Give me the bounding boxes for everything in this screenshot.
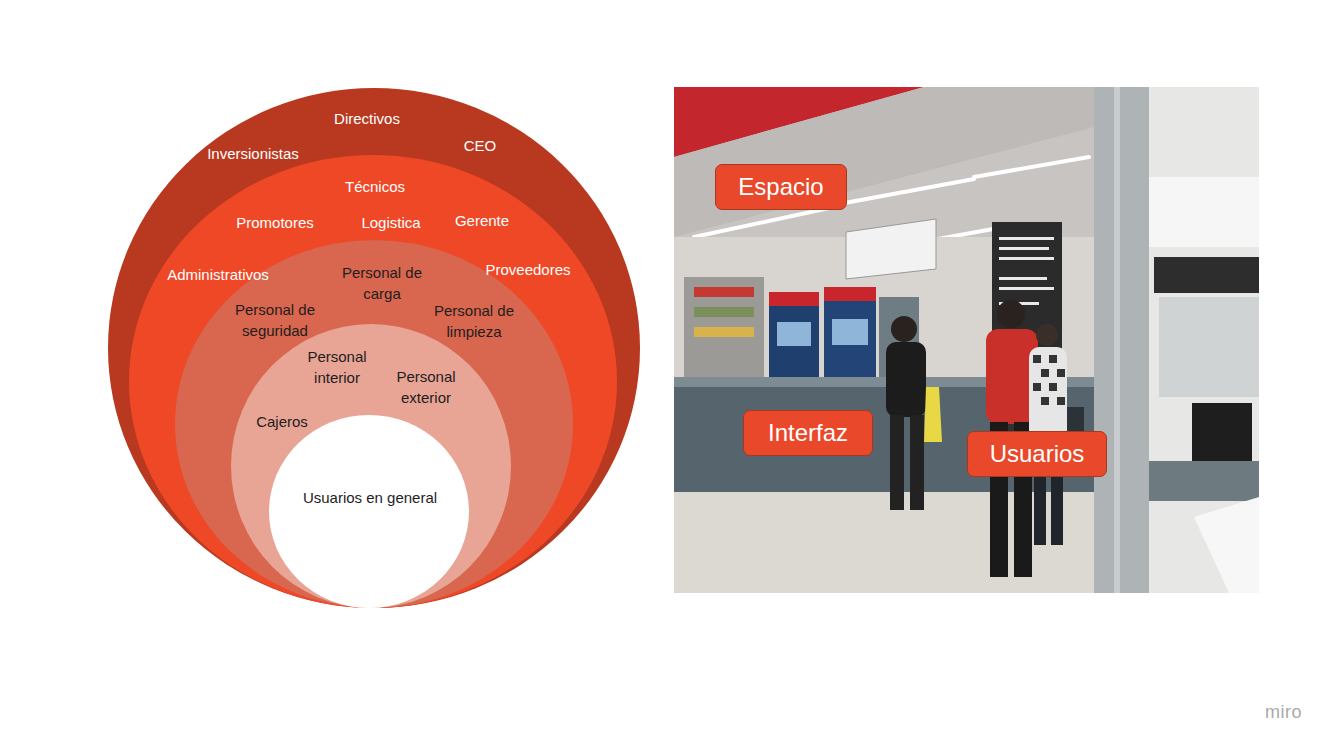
ring-label: Logistica bbox=[361, 212, 420, 233]
ring-label: Personal de seguridad bbox=[225, 299, 325, 341]
ring-label: Administrativos bbox=[167, 264, 269, 285]
callout-label: Usuarios bbox=[990, 439, 1085, 469]
ring-label: Personal exterior bbox=[386, 366, 466, 408]
callout-box: Usuarios bbox=[967, 431, 1108, 477]
second-ring: TécnicosPromotores Logistica GerenteAdmini… bbox=[129, 155, 617, 608]
ring-label: Proveedores bbox=[485, 259, 570, 280]
ring-label: Cajeros bbox=[256, 411, 308, 432]
callout-label: Interfaz bbox=[766, 418, 850, 448]
watermark: miro bbox=[1265, 702, 1302, 723]
store-photo bbox=[674, 87, 1259, 593]
callout-box: Espacio bbox=[715, 164, 846, 210]
ring-label: Usuarios en general bbox=[303, 487, 437, 508]
ring-label: Gerente bbox=[455, 210, 509, 231]
ring-shape bbox=[269, 415, 469, 608]
ring-label: Técnicos bbox=[345, 176, 405, 197]
callout-label: Espacio bbox=[738, 172, 823, 202]
third-ring: Personal de cargaPersonal de seguridadPe… bbox=[175, 240, 573, 608]
ring-label: CEO bbox=[464, 135, 497, 156]
ring-label: Promotores bbox=[236, 212, 314, 233]
ring-label: Inversionistas bbox=[207, 143, 299, 164]
ring-label: Directivos bbox=[334, 108, 400, 129]
ring-label: Personal interior bbox=[297, 346, 377, 388]
fourth-ring: Personal interiorPersonal exteriorCajero… bbox=[231, 324, 511, 608]
outer-ring: DirectivosInversionistasCEOTécnicosPromo… bbox=[108, 88, 640, 608]
ring-label: Personal de carga bbox=[332, 262, 432, 304]
core-circle: Usuarios en general bbox=[269, 415, 469, 608]
ring-label: Personal de limpieza bbox=[424, 300, 524, 342]
callout-box: Interfaz bbox=[743, 410, 873, 456]
